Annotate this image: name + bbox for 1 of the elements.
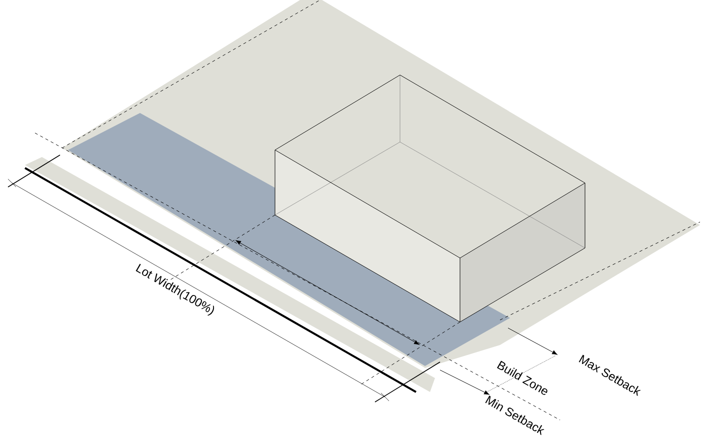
dimension-label: Build Zone — [496, 360, 548, 395]
